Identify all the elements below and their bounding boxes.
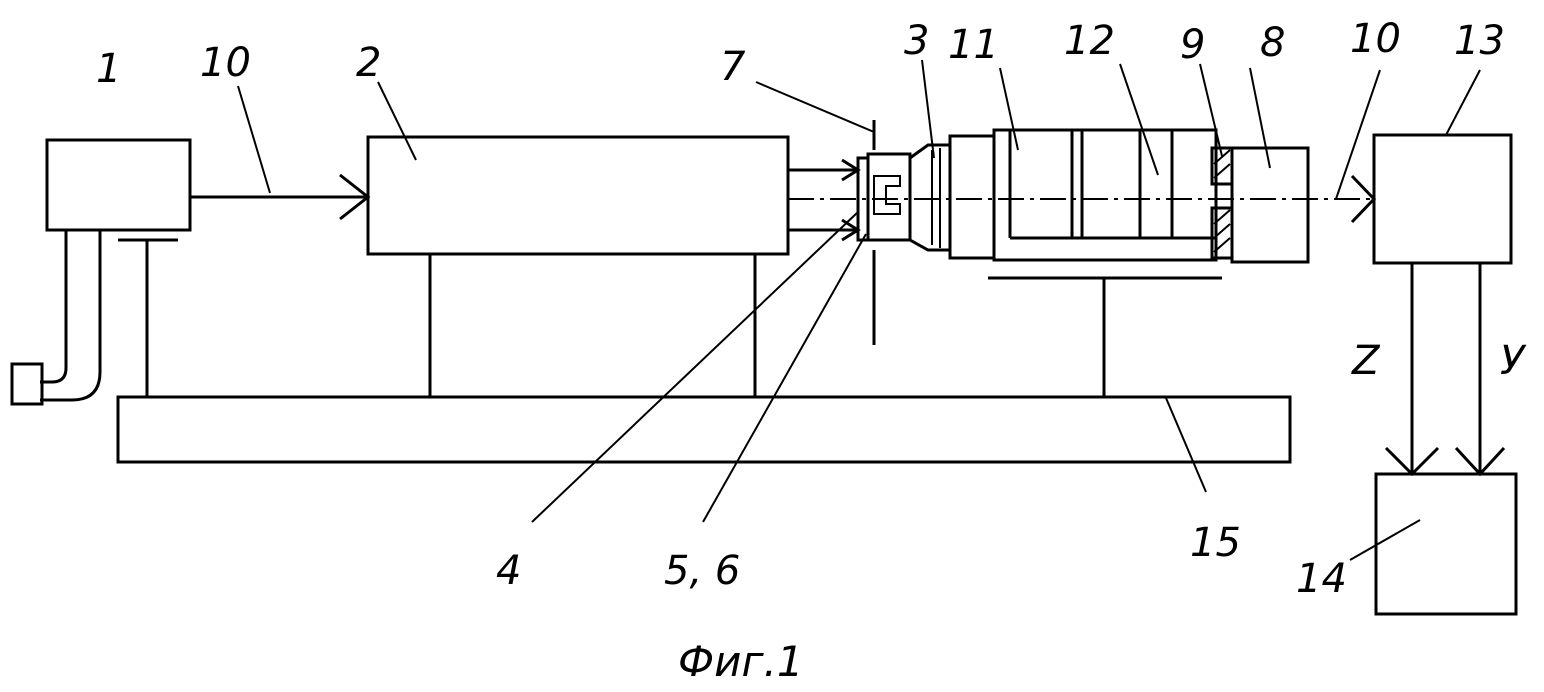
label-7: 7: [720, 44, 746, 90]
leader-lines: [238, 60, 1480, 560]
block-13: [1374, 135, 1511, 474]
label-1: 1: [96, 46, 121, 92]
label-8: 8: [1260, 20, 1285, 66]
label-13: 13: [1454, 18, 1505, 64]
label-3: 3: [904, 18, 929, 64]
block-2-collimator: [368, 137, 788, 397]
base-plate-15: [118, 397, 1290, 462]
label-14: 14: [1296, 556, 1347, 602]
rays-to-sample: [788, 160, 1372, 240]
label-z: Z: [1351, 338, 1381, 384]
objective-3: [910, 136, 994, 258]
label-9: 9: [1180, 22, 1205, 68]
label-4: 4: [496, 548, 521, 594]
sample-holder-5-6: [858, 154, 910, 240]
label-10-output: 10: [1350, 16, 1401, 62]
label-10-input: 10: [200, 40, 251, 86]
figure-caption: Фиг.1: [678, 637, 804, 686]
housing-11-12: [988, 130, 1222, 397]
block-14: [1376, 474, 1516, 614]
block-1-source: [12, 140, 190, 404]
label-11: 11: [948, 22, 999, 68]
label-15: 15: [1190, 520, 1241, 566]
label-12: 12: [1064, 18, 1115, 64]
label-5-6: 5, 6: [664, 548, 740, 594]
reference-labels: 1 10 2 7 3 11 12 9 8 10 13 Z У 4 5, 6 15…: [96, 16, 1527, 686]
beam-10-input: [190, 175, 368, 219]
label-y: У: [1500, 338, 1527, 384]
label-2: 2: [356, 40, 381, 86]
